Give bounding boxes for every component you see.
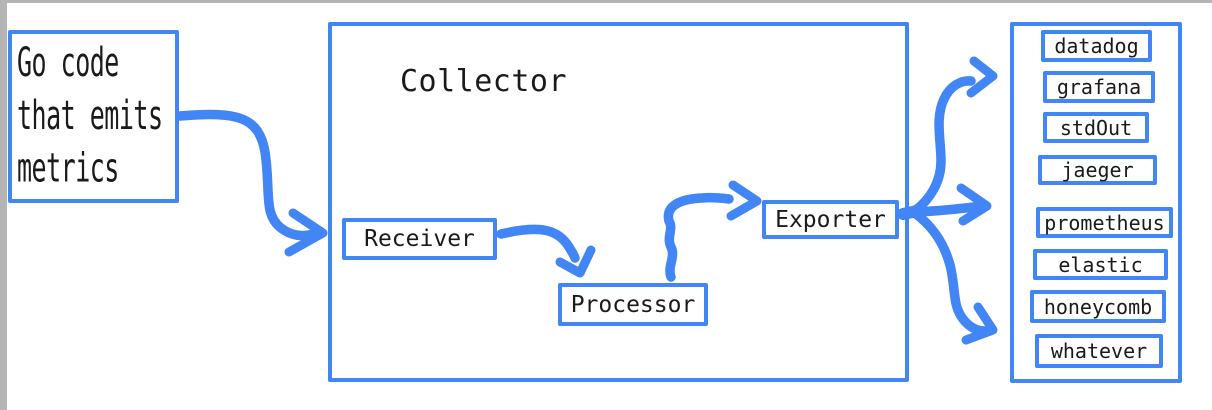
destination-label: honeycomb [1043,294,1153,319]
destinations-panel: datadog grafana stdOut jaeger prometheus… [1010,22,1182,383]
arrowhead-source-to-collector-icon [284,208,328,257]
window-edge-top [0,0,1212,3]
stage-receiver-label: Receiver [364,226,475,252]
destination-label: prometheus [1044,210,1165,235]
destination-jaeger: jaeger [1038,155,1157,185]
destination-label: jaeger [1061,158,1134,182]
window-edge-left [0,0,7,410]
destination-label: whatever [1050,339,1148,363]
arrowhead-fanout-middle-icon [956,183,992,226]
destination-whatever: whatever [1035,334,1163,368]
arrow-source-to-collector [175,109,318,241]
destination-honeycomb: honeycomb [1030,290,1166,323]
arrow-fanout-up [911,76,976,215]
collector-title: Collector [400,64,568,99]
source-label: Go code that emits metrics [17,39,163,192]
destination-label: elastic [1058,252,1143,277]
destination-label: stdOut [1059,115,1133,140]
arrowhead-fanout-up-icon [966,56,998,98]
source-box: Go code that emits metrics [8,30,179,203]
destination-prometheus: prometheus [1036,207,1173,238]
arrowhead-fanout-down-icon [961,302,998,345]
destination-label: datadog [1054,34,1139,58]
destination-grafana: grafana [1043,71,1155,103]
arrow-fanout-down [911,209,990,336]
destination-elastic: elastic [1033,249,1168,280]
destination-datadog: datadog [1041,30,1152,62]
destination-stdout: stdOut [1043,112,1149,143]
stage-receiver: Receiver [342,218,497,260]
destination-label: grafana [1056,75,1142,99]
stage-exporter: Exporter [762,200,899,239]
stage-exporter-label: Exporter [775,206,886,233]
arrow-fanout-middle [911,202,979,217]
stage-processor: Processor [558,283,708,326]
stage-processor-label: Processor [570,291,696,318]
collector-box: Collector Receiver Processor Exporter [328,22,909,382]
